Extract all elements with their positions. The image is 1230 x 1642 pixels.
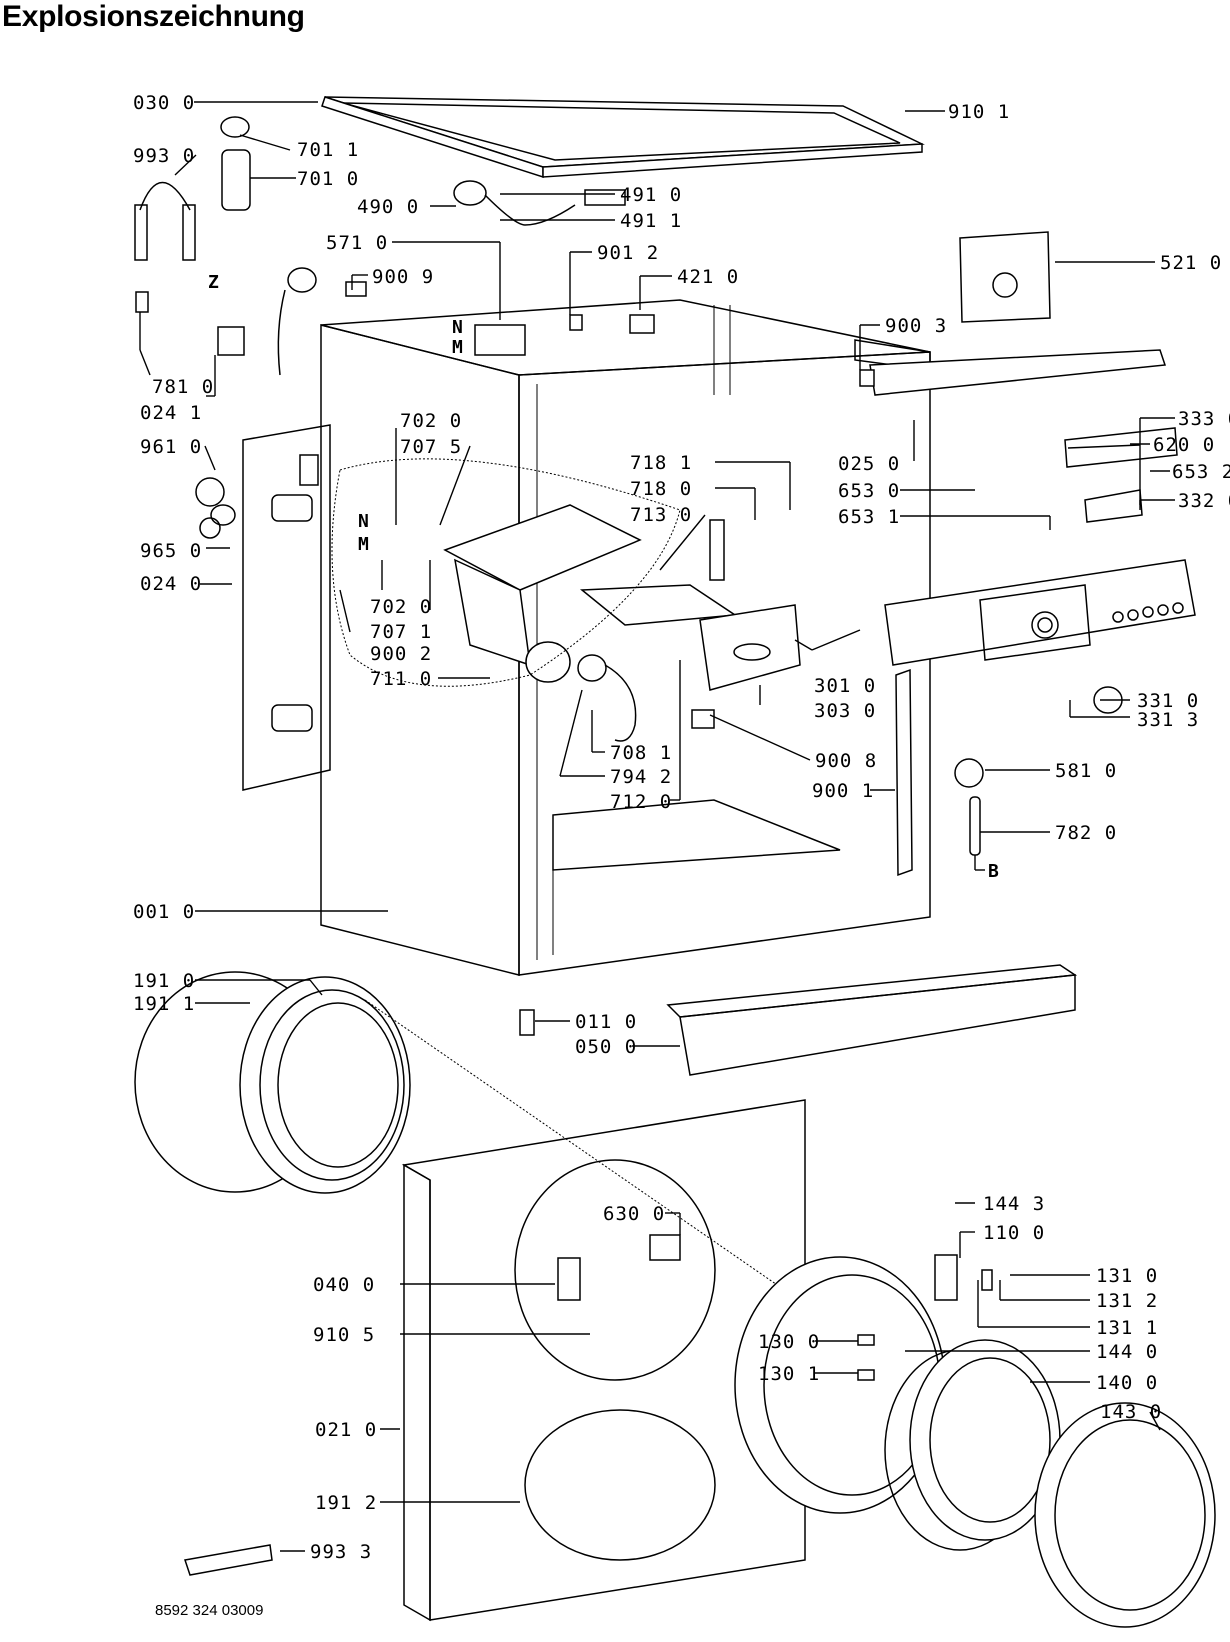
marker-z: Z xyxy=(208,272,219,293)
label-131-0: 131 0 xyxy=(1096,1265,1158,1287)
label-620-0: 620 0 xyxy=(1153,434,1215,456)
label-630-0: 630 0 xyxy=(603,1203,665,1225)
label-144-0: 144 0 xyxy=(1096,1341,1158,1363)
label-653-2: 653 2 xyxy=(1172,461,1230,483)
label-702-0-top: 702 0 xyxy=(400,410,462,432)
label-712-0: 712 0 xyxy=(610,791,672,813)
door-seal-part xyxy=(134,971,411,1194)
label-130-1: 130 1 xyxy=(758,1363,820,1385)
label-781-0: 781 0 xyxy=(152,376,214,398)
cabinet-part xyxy=(320,299,931,976)
top-cover-part xyxy=(321,96,925,179)
label-011-0: 011 0 xyxy=(575,1011,637,1033)
document-code: 8592 324 03009 xyxy=(155,1602,264,1619)
marker-m-mid: M xyxy=(358,534,369,555)
label-143-0: 143 0 xyxy=(1100,1401,1162,1423)
marker-m-top: M xyxy=(452,337,463,358)
label-191-2: 191 2 xyxy=(315,1492,377,1514)
label-965-0: 965 0 xyxy=(140,540,202,562)
page-title: Explosionszeichnung xyxy=(2,0,305,33)
label-021-0: 021 0 xyxy=(315,1419,377,1441)
label-901-2: 901 2 xyxy=(597,242,659,264)
door-glass-part xyxy=(884,1339,1216,1628)
label-130-0: 130 0 xyxy=(758,1331,820,1353)
label-900-3: 900 3 xyxy=(885,315,947,337)
electronic-module-part xyxy=(959,231,1051,323)
label-910-5: 910 5 xyxy=(313,1324,375,1346)
marker-b: B xyxy=(988,861,999,882)
label-332-0: 332 0 xyxy=(1178,490,1230,512)
label-490-0: 490 0 xyxy=(357,196,419,218)
label-050-0: 050 0 xyxy=(575,1036,637,1058)
label-711-0: 711 0 xyxy=(370,668,432,690)
label-110-0: 110 0 xyxy=(983,1222,1045,1244)
label-571-0: 571 0 xyxy=(326,232,388,254)
label-713-0: 713 0 xyxy=(630,504,692,526)
label-001-0: 001 0 xyxy=(133,901,195,923)
label-025-0: 025 0 xyxy=(838,453,900,475)
label-993-0: 993 0 xyxy=(133,145,195,167)
label-718-0: 718 0 xyxy=(630,478,692,500)
label-581-0: 581 0 xyxy=(1055,760,1117,782)
label-421-0: 421 0 xyxy=(677,266,739,288)
label-708-1: 708 1 xyxy=(610,742,672,764)
label-040-0: 040 0 xyxy=(313,1274,375,1296)
right-side-small-parts xyxy=(195,477,1123,877)
label-653-1: 653 1 xyxy=(838,506,900,528)
label-702-0-bottom: 702 0 xyxy=(370,596,432,618)
label-900-9: 900 9 xyxy=(372,266,434,288)
label-701-0: 701 0 xyxy=(297,168,359,190)
label-653-0: 653 0 xyxy=(838,480,900,502)
inlet-valve-parts xyxy=(134,116,875,387)
label-301-0: 301 0 xyxy=(814,675,876,697)
label-140-0: 140 0 xyxy=(1096,1372,1158,1394)
label-191-1: 191 1 xyxy=(133,993,195,1015)
dispenser-housing-part xyxy=(443,504,801,742)
rear-panel-part xyxy=(242,424,331,791)
label-491-0: 491 0 xyxy=(620,184,682,206)
label-521-0: 521 0 xyxy=(1160,252,1222,274)
label-131-1: 131 1 xyxy=(1096,1317,1158,1339)
label-144-3: 144 3 xyxy=(983,1193,1045,1215)
part-labels: 030 0 910 1 993 0 701 1 701 0 490 0 491 … xyxy=(133,92,1230,1563)
label-701-1: 701 1 xyxy=(297,139,359,161)
label-024-0: 024 0 xyxy=(140,573,202,595)
label-331-3: 331 3 xyxy=(1137,709,1199,731)
label-331-0: 331 0 xyxy=(1137,690,1199,712)
label-900-2: 900 2 xyxy=(370,643,432,665)
label-900-1: 900 1 xyxy=(812,780,874,802)
marker-n-top: N xyxy=(452,317,463,338)
door-frame-part xyxy=(734,1254,993,1514)
label-131-2: 131 2 xyxy=(1096,1290,1158,1312)
leader-lines xyxy=(139,101,1175,1552)
label-333-0: 333 0 xyxy=(1178,408,1230,430)
label-794-2: 794 2 xyxy=(610,766,672,788)
label-707-5: 707 5 xyxy=(400,436,462,458)
control-panel-part xyxy=(869,349,1196,666)
front-panel-part xyxy=(364,999,1176,1622)
label-707-1: 707 1 xyxy=(370,621,432,643)
label-961-0: 961 0 xyxy=(140,436,202,458)
label-993-3: 993 3 xyxy=(310,1541,372,1563)
label-303-0: 303 0 xyxy=(814,700,876,722)
label-191-0: 191 0 xyxy=(133,970,195,992)
label-030-0: 030 0 xyxy=(133,92,195,114)
base-strip-part xyxy=(519,964,1078,1076)
tool-part xyxy=(184,1544,273,1576)
marker-n-mid: N xyxy=(358,511,369,532)
label-718-1: 718 1 xyxy=(630,452,692,474)
label-782-0: 782 0 xyxy=(1055,822,1117,844)
label-910-1: 910 1 xyxy=(948,101,1010,123)
label-491-1: 491 1 xyxy=(620,210,682,232)
label-900-8: 900 8 xyxy=(815,750,877,772)
label-024-1: 024 1 xyxy=(140,402,202,424)
